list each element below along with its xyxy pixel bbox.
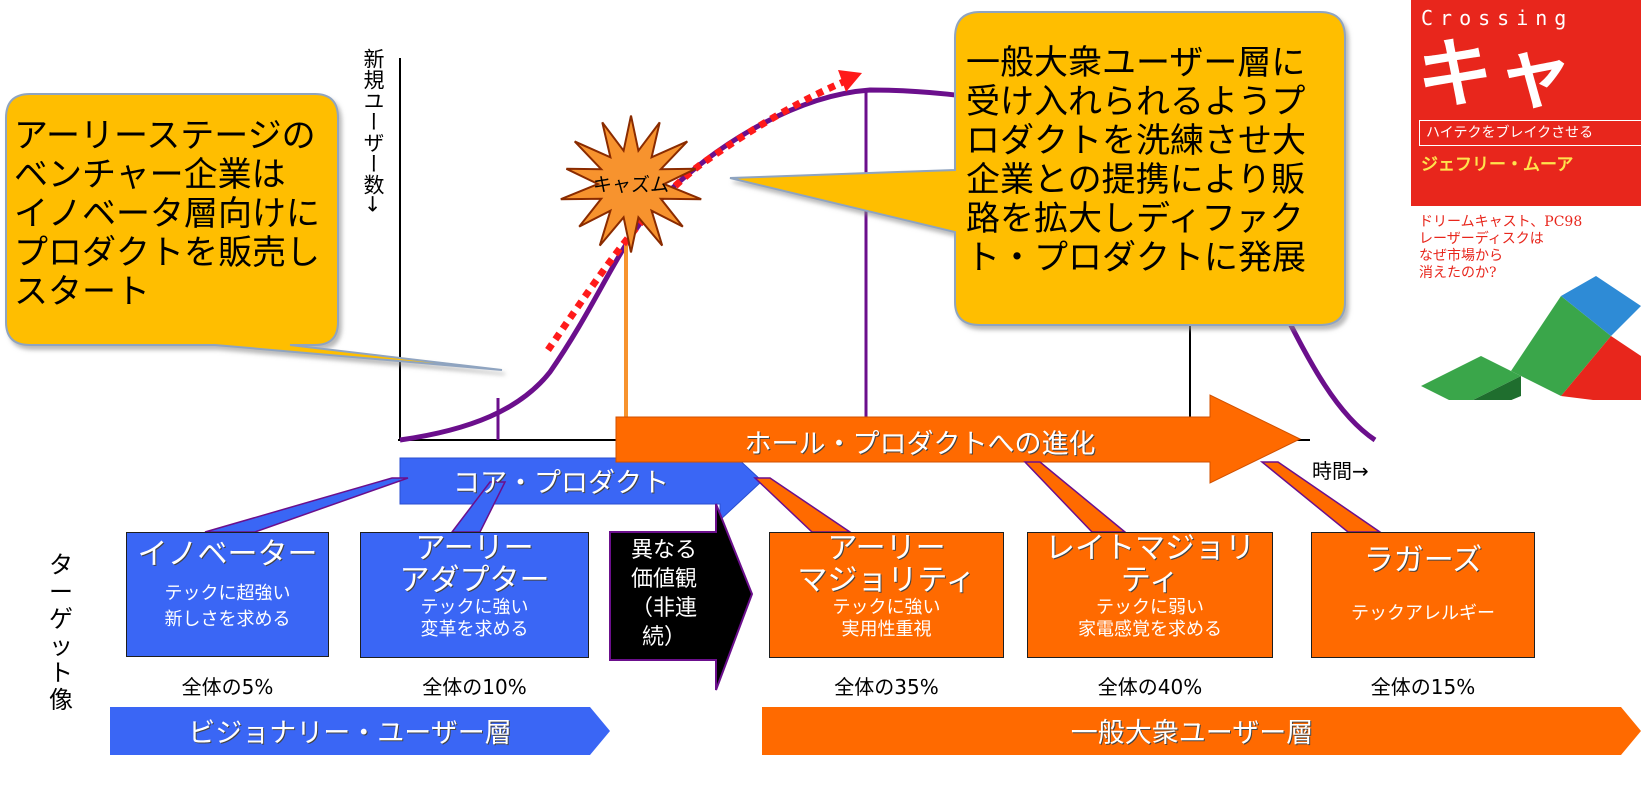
segment-connectors (204, 461, 1383, 533)
target-label: タ ー ゲ ッ ト 像 (46, 552, 76, 714)
share-innovators: 全体の5% (181, 675, 274, 699)
target-label-char: タ (49, 551, 73, 579)
book-blurb: ドリームキャスト、PC98 レーザーディスクは なぜ市場から 消えたのか? (1419, 214, 1582, 282)
segment-desc: テックに強い (420, 597, 529, 618)
callout-right-line: ロダクトを洗練させ大 (966, 121, 1306, 161)
target-label-char: ッ (49, 632, 73, 660)
gap-line: 価値観 (630, 567, 697, 592)
x-axis-label: 時間→ (1312, 459, 1369, 483)
callout-left-bubble (5, 93, 503, 371)
segment-desc: テックに超強い (164, 583, 291, 604)
segment-early-majority: アーリー マジョリティ テックに強い 実用性重視 (769, 532, 1004, 658)
callout-right-line: 一般大衆ユーザー層に (966, 43, 1306, 83)
segment-early-adopters: アーリー アダプター テックに強い 変革を求める (360, 532, 589, 658)
book-title-ja: キャ (1417, 29, 1577, 118)
book-blurb-line: 消えたのか? (1419, 265, 1497, 281)
book-title-en: Crossing (1421, 6, 1574, 30)
callout-right-text: 一般大衆ユーザー層に 受け入れられるようプ ロダクトを洗練させ大 企業との提携に… (966, 44, 1346, 278)
segment-desc: 新しさを求める (164, 609, 291, 630)
segment-desc: 家電感覚を求める (1078, 619, 1222, 640)
share-early-adopters: 全体の10% (422, 675, 527, 699)
segment-name: アダプター (399, 563, 550, 598)
book-blurb-line: なぜ市場から (1419, 248, 1503, 264)
book-illustration (1421, 276, 1641, 400)
book-author: ジェフリー・ムーア (1421, 155, 1574, 175)
segment-name: ラガーズ (1363, 543, 1483, 578)
chasm-gap-arrow (609, 503, 754, 691)
chasm-gap-text: 異なる 価値観 （非連 続） (612, 536, 716, 652)
callout-left-line: ベンチャー企業は (14, 155, 286, 195)
core-product-label: コア・プロダクト (453, 468, 669, 499)
segment-name: アーリー (415, 531, 534, 566)
callout-right-line: 路を拡大しディファク (966, 199, 1304, 239)
callout-left-line: イノベータ層向けに (14, 194, 320, 234)
gap-line: （非連 (630, 596, 697, 621)
book-blurb-line: レーザーディスクは (1419, 231, 1544, 247)
target-label-char: 像 (49, 686, 73, 714)
gap-line: 続） (641, 625, 686, 650)
growth-trajectory-arrow (545, 76, 850, 353)
y-axis-label: 新規ユーザー数→ (361, 48, 385, 213)
callout-left-line: アーリーステージの (14, 116, 316, 156)
mass-banner (762, 707, 1641, 755)
target-label-char: ト (49, 659, 73, 687)
segment-name: アーリー (827, 531, 946, 566)
segment-desc: テックに弱い (1096, 597, 1204, 618)
mass-banner-label: 一般大衆ユーザー層 (1070, 718, 1314, 749)
callout-right-line: 企業との提携により販 (966, 160, 1305, 200)
callout-left-line: スタート (14, 272, 150, 312)
share-laggards: 全体の15% (1370, 675, 1476, 699)
book-blurb-line: ドリームキャスト、PC98 (1419, 214, 1583, 230)
callout-right-line: ト・プロダクトに発展 (966, 238, 1306, 278)
segment-desc: 変革を求める (420, 619, 529, 640)
visionary-banner (110, 707, 610, 755)
gap-line: 異なる (630, 538, 697, 563)
segment-desc: テックに強い (832, 597, 941, 618)
chasm-label: キャズム (592, 174, 669, 196)
share-late-majority: 全体の40% (1097, 675, 1203, 699)
segment-name: ティ (1120, 563, 1180, 598)
callout-right-line: 受け入れられるようプ (966, 82, 1306, 122)
callout-left-text: アーリーステージの ベンチャー企業は イノベータ層向けに プロダクトを販売し ス… (14, 117, 344, 312)
segment-innovators: イノベーター テックに超強い 新しさを求める (126, 532, 329, 657)
book-subtitle: ハイテクをブレイクさせる (1419, 120, 1641, 146)
segment-name: マジョリティ (797, 563, 976, 598)
segment-late-majority: レイトマジョリ ティ テックに弱い 家電感覚を求める (1027, 532, 1273, 658)
segment-desc: テックアレルギー (1351, 603, 1495, 624)
callout-left-line: プロダクトを販売し (14, 233, 320, 273)
segment-desc: 実用性重視 (841, 619, 932, 640)
share-early-majority: 全体の35% (834, 675, 939, 699)
book-cover-image: Crossing キャ ハイテクをブレイクさせる ジェフリー・ムーア ドリームキ… (1411, 0, 1641, 400)
trajectory-arrowhead (838, 70, 862, 92)
segment-name: レイトマジョリ (1045, 531, 1255, 566)
book-lower-panel: ドリームキャスト、PC98 レーザーディスクは なぜ市場から 消えたのか? (1411, 206, 1641, 400)
visionary-banner-label: ビジョナリー・ユーザー層 (188, 718, 512, 749)
whole-product-label: ホール・プロダクトへの進化 (744, 429, 1096, 460)
segment-laggards: ラガーズ テックアレルギー (1311, 532, 1535, 658)
callout-right-bubble (729, 11, 1346, 326)
chasm-burst (560, 115, 702, 253)
target-label-char: ー (49, 578, 73, 606)
whole-product-arrow (615, 394, 1302, 484)
target-label-char: ゲ (49, 605, 73, 633)
segment-name: イノベーター (137, 537, 318, 572)
